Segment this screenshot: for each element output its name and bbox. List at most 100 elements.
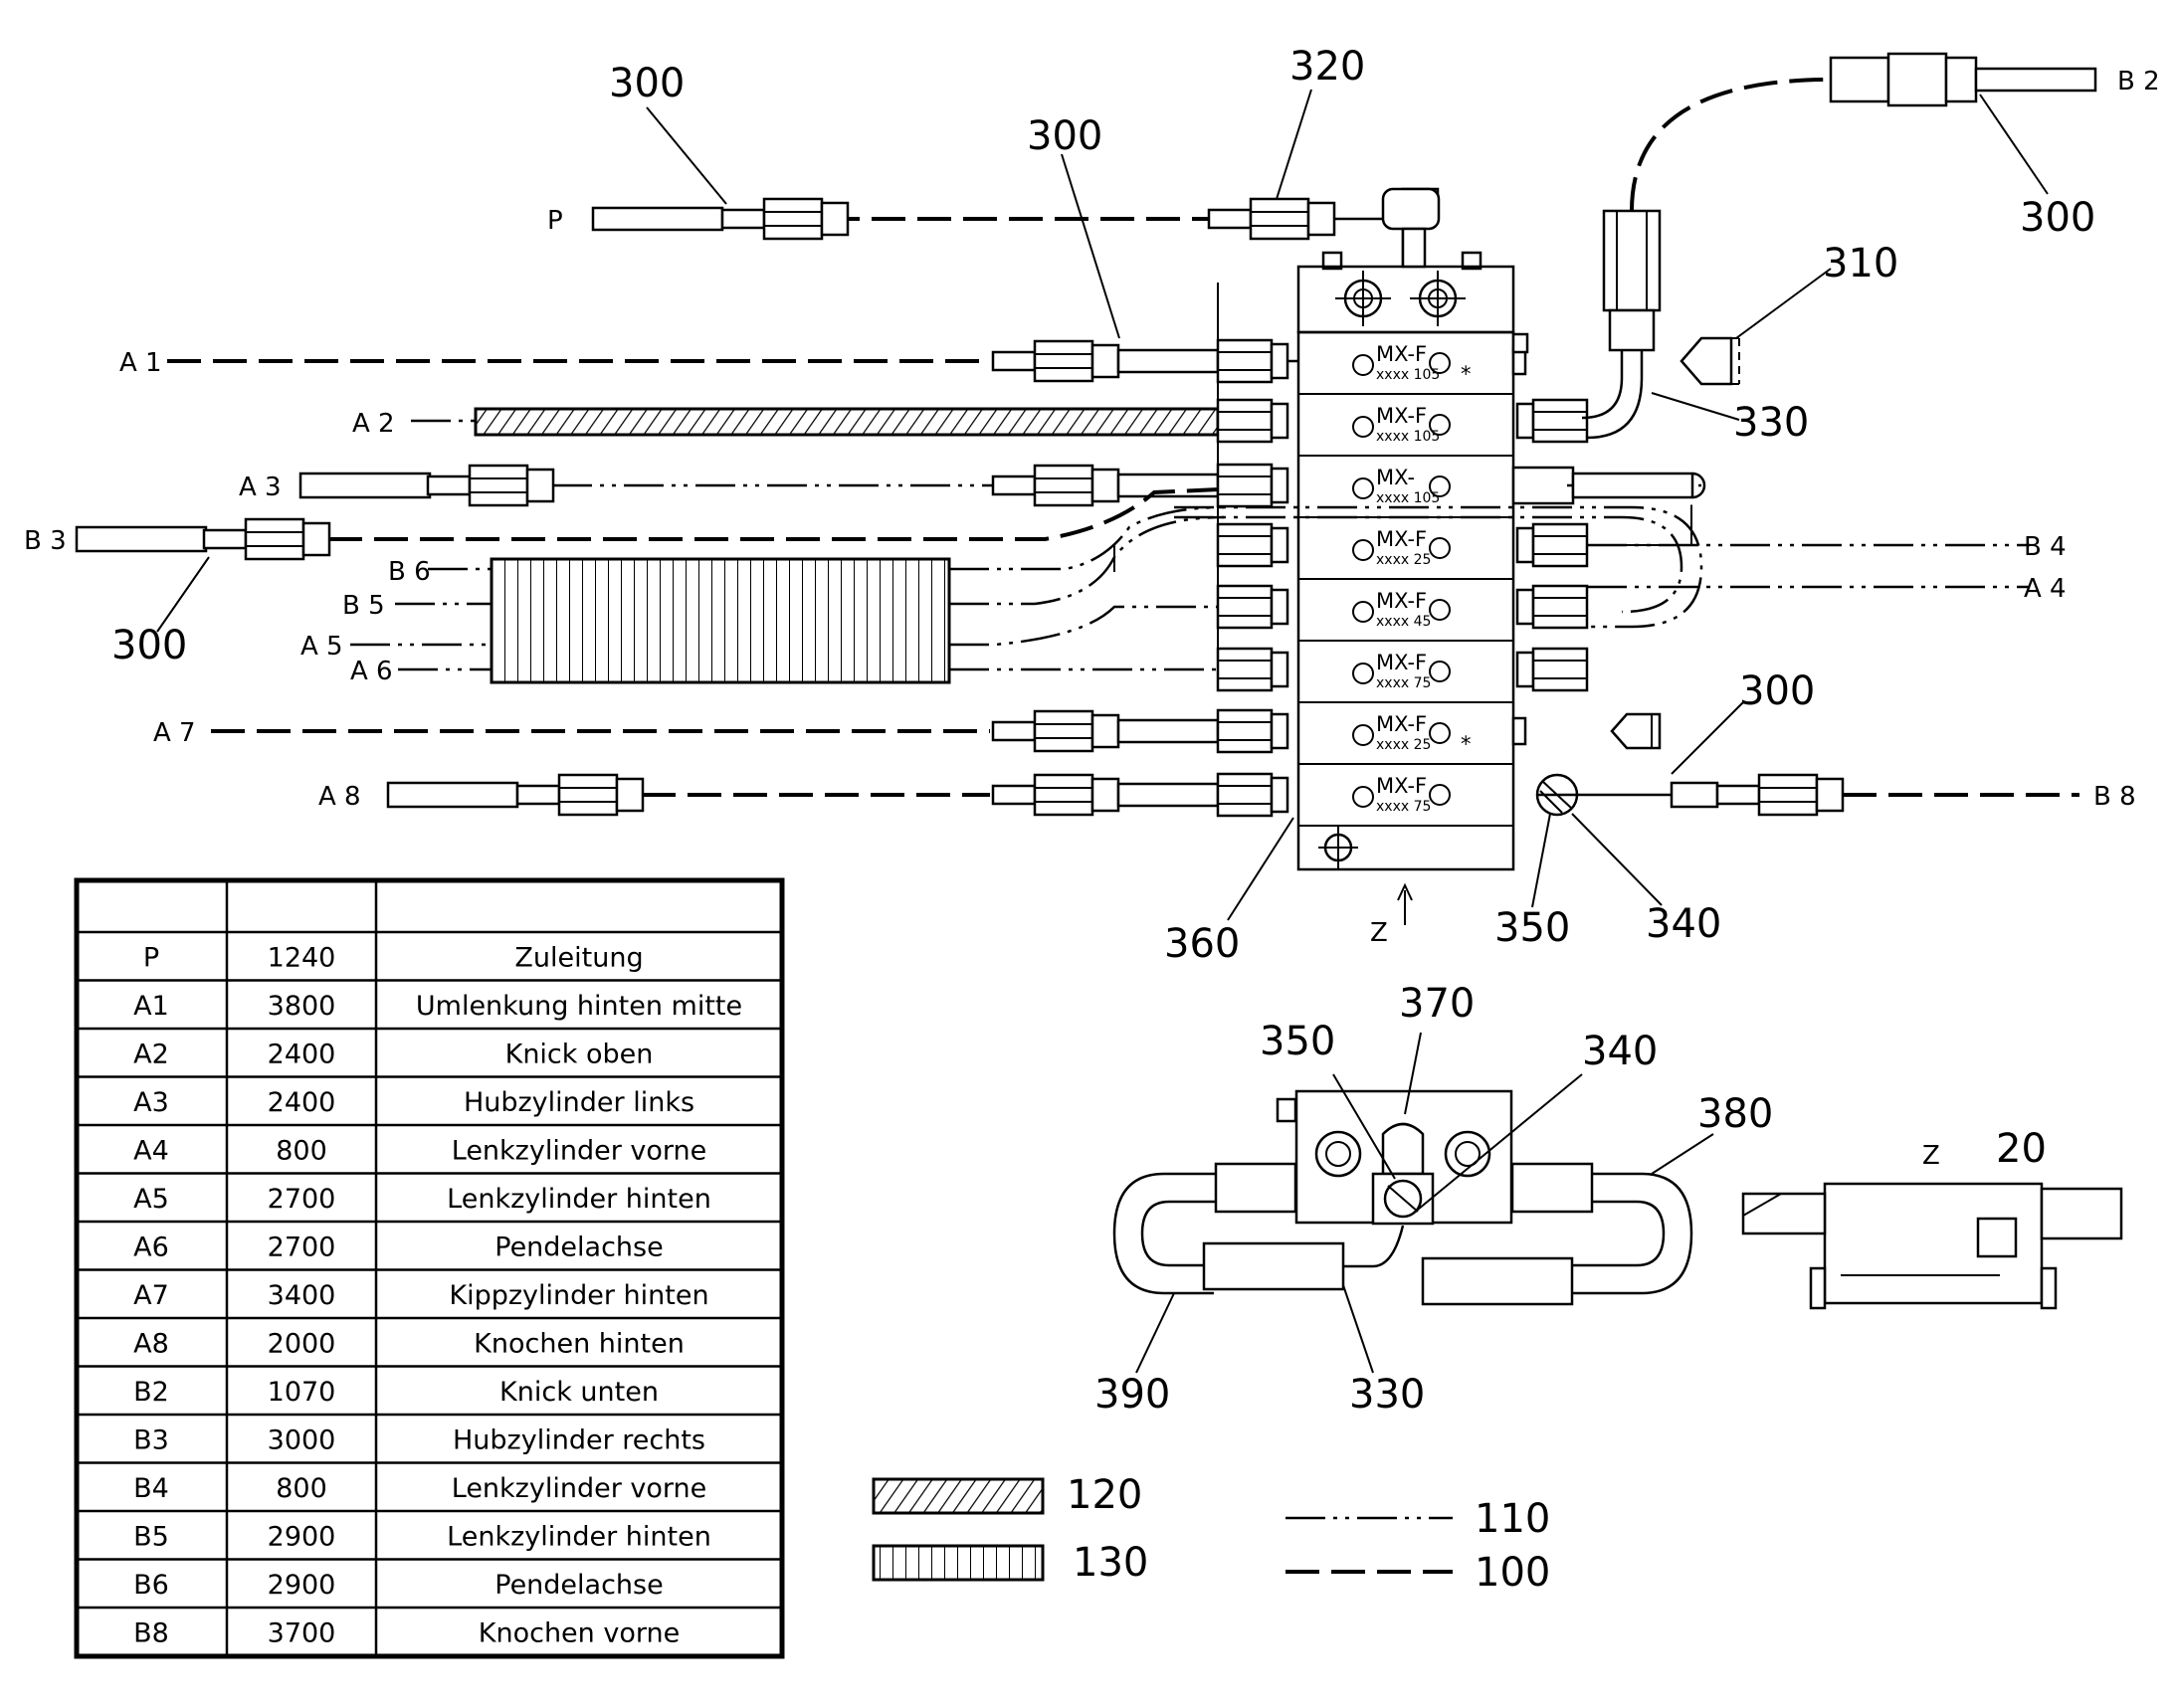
label-B2: B 2 xyxy=(2117,67,2160,96)
label-P: P xyxy=(547,206,563,236)
label-A2: A 2 xyxy=(352,409,395,439)
table-cell-code: B3 xyxy=(133,1424,169,1455)
table-cell-code: A7 xyxy=(133,1280,169,1311)
ref-330a: 330 xyxy=(1733,400,1809,446)
section-star: * xyxy=(1461,362,1472,386)
section-port-right xyxy=(1429,784,1451,806)
ref-330b: 330 xyxy=(1349,1372,1425,1418)
section-size: xxxx 105 xyxy=(1376,367,1440,383)
label-A8: A 8 xyxy=(318,782,361,812)
label-A5: A 5 xyxy=(300,632,343,662)
table-cell-desc: Knick oben xyxy=(505,1039,654,1069)
table-cell-desc: Lenkzylinder hinten xyxy=(447,1184,711,1215)
section-port-left xyxy=(1352,786,1374,808)
table-cell-length: 2400 xyxy=(268,1087,336,1118)
label-A6: A 6 xyxy=(350,657,393,686)
label-B8: B 8 xyxy=(2093,782,2136,812)
table-cell-code: B4 xyxy=(133,1473,169,1504)
valve-inlet-head xyxy=(1296,265,1515,334)
table-cell-length: 3000 xyxy=(268,1424,336,1455)
section-port-left xyxy=(1352,663,1374,684)
label-A1: A 1 xyxy=(119,348,162,378)
section-port-left xyxy=(1352,477,1374,499)
section-type: MX-F xyxy=(1376,589,1427,613)
hose-vertical-hatched xyxy=(490,557,951,684)
view-z-main: Z xyxy=(1370,918,1388,948)
view-z-detail-label: Z xyxy=(1922,1141,1940,1171)
section-port-right xyxy=(1429,722,1451,744)
legend-label-130: 130 xyxy=(1073,1540,1148,1586)
section-size: xxxx 75 xyxy=(1376,799,1431,815)
section-size: xxxx 75 xyxy=(1376,675,1431,691)
table-cell-length: 2700 xyxy=(268,1184,336,1215)
table-cell-length: 2900 xyxy=(268,1521,336,1552)
table-cell-desc: Pendelachse xyxy=(494,1232,663,1262)
line-B2 xyxy=(1630,78,1980,212)
table-cell-code: B8 xyxy=(133,1617,169,1648)
table-cell-length: 3700 xyxy=(268,1617,336,1648)
table-cell-desc: Pendelachse xyxy=(494,1570,663,1601)
table-cell-code: P xyxy=(143,942,159,973)
table-cell-desc: Hubzylinder links xyxy=(464,1087,694,1118)
table-cell-code: A5 xyxy=(133,1184,169,1215)
valve-sections-body xyxy=(1296,330,1515,871)
table-cell-code: A1 xyxy=(133,991,169,1022)
table-cell-length: 3400 xyxy=(268,1280,336,1311)
table-cell-desc: Lenkzylinder hinten xyxy=(447,1521,711,1552)
ref-360: 360 xyxy=(1164,921,1240,967)
label-B5: B 5 xyxy=(342,591,385,621)
table-cell-code: B2 xyxy=(133,1377,169,1408)
table-cell-desc: Knochen hinten xyxy=(474,1328,685,1359)
table-frame xyxy=(74,877,785,1659)
ref-300b: 300 xyxy=(1027,113,1102,159)
section-star: * xyxy=(1461,732,1472,756)
section-type: MX- xyxy=(1376,466,1415,489)
section-size: xxxx 25 xyxy=(1376,737,1431,753)
section-type: MX-F xyxy=(1376,774,1427,798)
legend: 120 130 110 100 xyxy=(872,1472,1550,1596)
table-cell-code: A8 xyxy=(133,1328,169,1359)
table-cell-desc: Knick unten xyxy=(499,1377,659,1408)
table-cell-length: 1240 xyxy=(268,942,336,973)
ref-300d: 300 xyxy=(111,623,187,668)
table-cell-code: A6 xyxy=(133,1232,169,1262)
ref-300c: 300 xyxy=(2020,195,2095,241)
section-port-left xyxy=(1352,601,1374,623)
detail-loop-view xyxy=(1112,1089,1693,1306)
ref-340a: 340 xyxy=(1646,901,1721,947)
ref-320: 320 xyxy=(1289,44,1365,90)
line-B6 xyxy=(949,505,1225,571)
label-A3: A 3 xyxy=(239,473,282,502)
label-B3: B 3 xyxy=(24,526,67,556)
ref-310: 310 xyxy=(1823,241,1898,286)
ref-350b: 350 xyxy=(1260,1019,1335,1064)
table-cell-desc: Umlenkung hinten mitte xyxy=(416,991,742,1022)
section-size: xxxx 105 xyxy=(1376,490,1440,506)
section-port-left xyxy=(1352,354,1374,376)
ref-350a: 350 xyxy=(1494,905,1570,951)
section-port-left xyxy=(1352,539,1374,561)
table-cell-length: 2700 xyxy=(268,1232,336,1262)
section-type: MX-F xyxy=(1376,712,1427,736)
ref-300a: 300 xyxy=(609,61,685,106)
line-A5 xyxy=(949,605,1218,647)
table-cell-code: B5 xyxy=(133,1521,169,1552)
legend-label-110: 110 xyxy=(1475,1496,1550,1542)
section-port-left xyxy=(1352,416,1374,438)
table-cell-code: A2 xyxy=(133,1039,169,1069)
ref-340b: 340 xyxy=(1582,1029,1658,1074)
line-labels: P A 1 A 2 A 3 B 3 B 6 B 5 A 5 A 6 A 7 A … xyxy=(24,67,2160,948)
section-port-right xyxy=(1429,475,1451,497)
label-B4: B 4 xyxy=(2024,532,2067,562)
label-A4: A 4 xyxy=(2024,574,2067,604)
ref-20: 20 xyxy=(1996,1126,2047,1172)
hose-A2-hatched xyxy=(474,407,1220,437)
section-port-right xyxy=(1429,352,1451,374)
section-size: xxxx 25 xyxy=(1376,552,1431,568)
table-cell-length: 3800 xyxy=(268,991,336,1022)
section-type: MX-F xyxy=(1376,404,1427,428)
detail-reference-numbers: 350 370 340 380 390 330 xyxy=(1094,981,1773,1418)
